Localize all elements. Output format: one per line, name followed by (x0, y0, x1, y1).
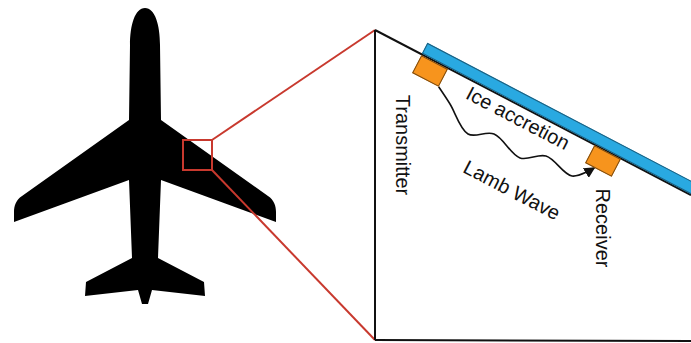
wing-skin (375, 30, 691, 195)
section-edge (374, 30, 376, 340)
section-edge (375, 340, 691, 341)
zoom-square (183, 140, 212, 170)
label-holder: Transmitter (392, 95, 414, 195)
part-label: Transmitter (392, 95, 414, 195)
label-holder: Receiver (592, 189, 614, 268)
zoom-line (212, 170, 375, 340)
part-label: Receiver (592, 189, 614, 268)
airplane-silhouette (14, 8, 276, 304)
zoom-line (212, 30, 375, 140)
wave-label: Lamb Wave (460, 156, 564, 225)
edge-label-holder: Lamb Wave (460, 156, 564, 225)
